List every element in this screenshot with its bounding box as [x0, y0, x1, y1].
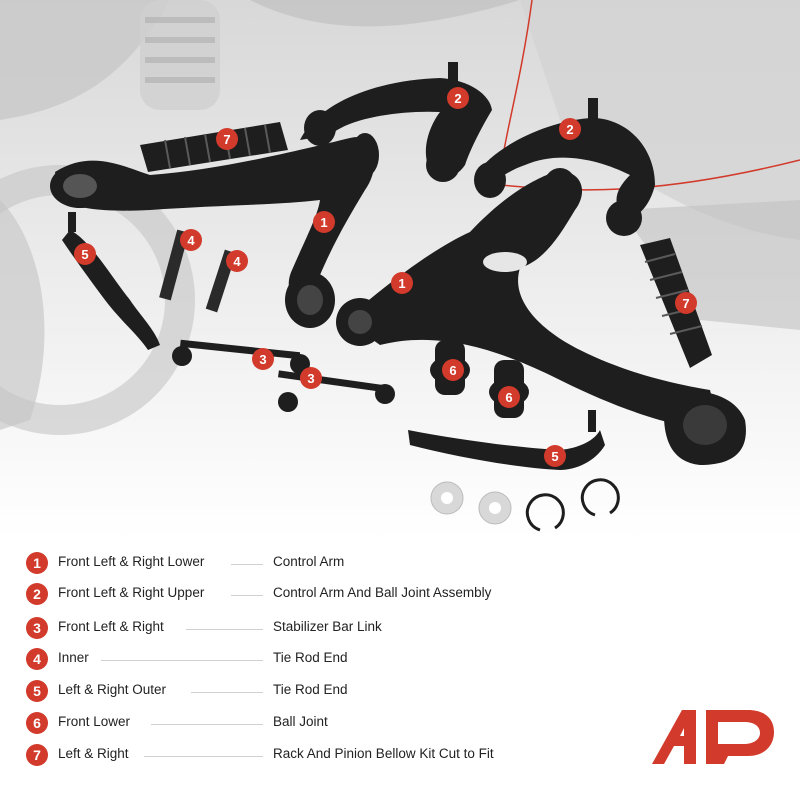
- number-badge: 1: [26, 552, 48, 574]
- leader-line: [144, 756, 263, 757]
- control-arm-right: [336, 168, 746, 465]
- legend-row: 3 Front Left & Right Stabilizer Bar Link: [26, 617, 586, 641]
- svg-text:7: 7: [682, 296, 689, 311]
- svg-text:4: 4: [187, 233, 195, 248]
- svg-text:4: 4: [233, 254, 241, 269]
- legend-row: 7 Left & Right Rack And Pinion Bellow Ki…: [26, 744, 586, 768]
- svg-text:6: 6: [449, 363, 456, 378]
- legend-row: 5 Left & Right Outer Tie Rod End: [26, 680, 586, 704]
- control-arm-left: [50, 133, 379, 328]
- part-position: Left & Right: [58, 746, 129, 761]
- callout-6-b: 6: [498, 386, 520, 408]
- number-badge: 7: [26, 744, 48, 766]
- callout-7-left: 7: [216, 128, 238, 150]
- legend-row: 2 Front Left & Right Upper Control Arm A…: [26, 583, 586, 607]
- legend-row: 4 Inner Tie Rod End: [26, 648, 586, 672]
- upper-arm-right: [474, 98, 655, 236]
- part-name: Rack And Pinion Bellow Kit Cut to Fit: [273, 746, 494, 761]
- callout-badges: 1 1 2 2 3 3 4 4 5 5 6 6 7 7: [74, 87, 697, 467]
- part-name: Tie Rod End: [273, 682, 348, 697]
- svg-text:1: 1: [398, 276, 405, 291]
- part-name: Ball Joint: [273, 714, 328, 729]
- number-badge: 4: [26, 648, 48, 670]
- leader-line: [231, 564, 263, 565]
- ap-logo-icon: [652, 710, 774, 764]
- part-name: Control Arm: [273, 554, 345, 569]
- callout-2-left: 2: [447, 87, 469, 109]
- part-position: Front Left & Right: [58, 619, 164, 634]
- part-position: Front Left & Right Upper: [58, 585, 205, 600]
- part-name: Tie Rod End: [273, 650, 348, 665]
- legend-row: 1 Front Left & Right Lower Control Arm: [26, 552, 586, 576]
- part-name: Stabilizer Bar Link: [273, 619, 382, 634]
- part-position: Front Left & Right Lower: [58, 554, 205, 569]
- callout-5-left: 5: [74, 243, 96, 265]
- number-badge: 2: [26, 583, 48, 605]
- svg-text:5: 5: [551, 449, 558, 464]
- svg-text:5: 5: [81, 247, 88, 262]
- svg-text:3: 3: [307, 371, 314, 386]
- svg-text:2: 2: [454, 91, 461, 106]
- leader-line: [151, 724, 263, 725]
- svg-text:3: 3: [259, 352, 266, 367]
- callout-1-left: 1: [313, 211, 335, 233]
- svg-text:7: 7: [223, 132, 230, 147]
- accent-curve: [499, 0, 800, 191]
- callout-4-a: 4: [180, 229, 202, 251]
- legend-row: 6 Front Lower Ball Joint: [26, 712, 586, 736]
- callout-6-a: 6: [442, 359, 464, 381]
- leader-line: [186, 629, 263, 630]
- callout-7-right: 7: [675, 292, 697, 314]
- part-position: Front Lower: [58, 714, 131, 729]
- callout-3-a: 3: [252, 348, 274, 370]
- leader-line: [231, 595, 263, 596]
- leader-line: [101, 660, 263, 661]
- callout-3-b: 3: [300, 367, 322, 389]
- svg-text:6: 6: [505, 390, 512, 405]
- callout-2-right: 2: [559, 118, 581, 140]
- part-position: Inner: [58, 650, 89, 665]
- upper-arm-left: [300, 62, 492, 182]
- washers-and-clips: [430, 478, 620, 532]
- callout-4-b: 4: [226, 250, 248, 272]
- part-name: Control Arm And Ball Joint Assembly: [273, 585, 492, 600]
- callout-1-right: 1: [391, 272, 413, 294]
- number-badge: 5: [26, 680, 48, 702]
- callout-5-right: 5: [544, 445, 566, 467]
- parts-photo: 1 1 2 2 3 3 4 4 5 5 6 6 7 7: [0, 0, 800, 540]
- svg-text:2: 2: [566, 122, 573, 137]
- part-position: Left & Right Outer: [58, 682, 167, 697]
- leader-line: [191, 692, 263, 693]
- number-badge: 3: [26, 617, 48, 639]
- number-badge: 6: [26, 712, 48, 734]
- svg-text:1: 1: [320, 215, 327, 230]
